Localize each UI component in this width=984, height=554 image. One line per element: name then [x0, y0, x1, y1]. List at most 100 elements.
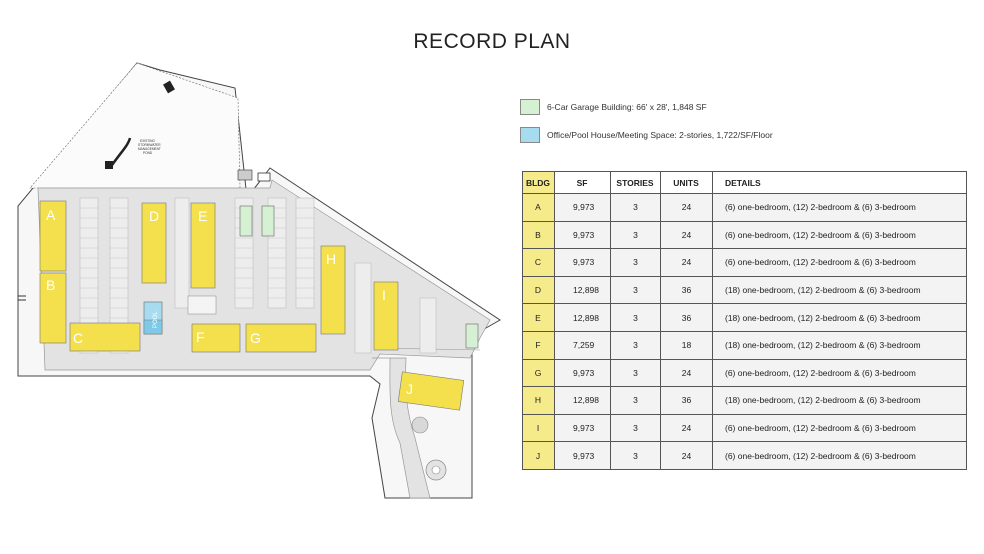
header-sf: SF	[554, 171, 611, 194]
cell-bldg: I	[522, 413, 555, 443]
header-stories: STORIES	[610, 171, 661, 194]
pool-label: POOL	[153, 311, 159, 328]
pool	[143, 319, 163, 335]
cell-bldg: E	[522, 303, 555, 332]
cell-stories: 3	[610, 330, 661, 360]
cell-stories: 3	[610, 275, 661, 305]
table-row: E 12,898 3 36 (18) one-bedroom, (12) 2-b…	[522, 303, 967, 332]
cell-bldg: A	[522, 193, 555, 222]
cell-units: 24	[660, 358, 713, 388]
building-label-j: J	[406, 381, 413, 397]
cell-stories: 3	[610, 386, 661, 415]
cell-sf: 9,973	[554, 248, 611, 277]
garage-building-2	[261, 205, 275, 237]
table-row: C 9,973 3 24 (6) one-bedroom, (12) 2-bed…	[522, 248, 967, 277]
table-row: J 9,973 3 24 (6) one-bedroom, (12) 2-bed…	[522, 441, 967, 470]
table-row: D 12,898 3 36 (18) one-bedroom, (12) 2-b…	[522, 275, 967, 305]
cell-sf: 12,898	[554, 275, 611, 305]
header-units: UNITS	[660, 171, 713, 194]
garage-building-3	[465, 323, 479, 349]
cell-units: 18	[660, 330, 713, 360]
cell-stories: 3	[610, 248, 661, 277]
legend-label-garage: 6-Car Garage Building: 66' x 28', 1,848 …	[547, 102, 707, 112]
cell-details: (6) one-bedroom, (12) 2-bedroom & (6) 3-…	[712, 413, 967, 443]
building-label-b: B	[46, 277, 55, 293]
building-label-f: F	[196, 329, 205, 345]
table-row: B 9,973 3 24 (6) one-bedroom, (12) 2-bed…	[522, 220, 967, 250]
table-row: H 12,898 3 36 (18) one-bedroom, (12) 2-b…	[522, 386, 967, 415]
building-label-i: I	[382, 287, 386, 303]
building-label-d: D	[149, 208, 159, 224]
cell-sf: 9,973	[554, 358, 611, 388]
cell-sf: 9,973	[554, 413, 611, 443]
table-row: F 7,259 3 18 (18) one-bedroom, (12) 2-be…	[522, 330, 967, 360]
cell-stories: 3	[610, 358, 661, 388]
cell-sf: 12,898	[554, 386, 611, 415]
cell-details: (18) one-bedroom, (12) 2-bedroom & (6) 3…	[712, 330, 967, 360]
table-row: G 9,973 3 24 (6) one-bedroom, (12) 2-bed…	[522, 358, 967, 388]
cell-details: (18) one-bedroom, (12) 2-bedroom & (6) 3…	[712, 275, 967, 305]
legend-item-garage: 6-Car Garage Building: 66' x 28', 1,848 …	[520, 97, 960, 117]
cell-units: 24	[660, 413, 713, 443]
roundabout-island	[431, 465, 441, 475]
building-label-g: G	[250, 330, 261, 346]
cell-stories: 3	[610, 220, 661, 250]
cell-sf: 12,898	[554, 303, 611, 332]
legend-item-office: Office/Pool House/Meeting Space: 2-stori…	[520, 125, 960, 145]
pond-label-1: EXISTING	[140, 139, 155, 143]
cell-bldg: G	[522, 358, 555, 388]
cell-units: 24	[660, 248, 713, 277]
header-details: DETAILS	[712, 171, 967, 194]
cell-stories: 3	[610, 193, 661, 222]
cell-details: (18) one-bedroom, (12) 2-bedroom & (6) 3…	[712, 303, 967, 332]
legend-swatch-garage	[520, 99, 540, 115]
pond-label-4: POND	[143, 151, 153, 155]
table-row: A 9,973 3 24 (6) one-bedroom, (12) 2-bed…	[522, 193, 967, 222]
cell-stories: 3	[610, 413, 661, 443]
amenity-area	[187, 295, 217, 315]
cell-bldg: F	[522, 330, 555, 360]
building-a	[39, 200, 67, 272]
cell-sf: 7,259	[554, 330, 611, 360]
table-row: I 9,973 3 24 (6) one-bedroom, (12) 2-bed…	[522, 413, 967, 443]
page-title: RECORD PLAN	[413, 30, 571, 53]
cell-bldg: J	[522, 441, 555, 470]
building-j	[397, 371, 465, 411]
cell-details: (6) one-bedroom, (12) 2-bedroom & (6) 3-…	[712, 248, 967, 277]
cell-sf: 9,973	[554, 441, 611, 470]
building-c	[69, 322, 141, 352]
building-label-c: C	[73, 330, 83, 346]
cell-stories: 3	[610, 441, 661, 470]
building-label-a: A	[46, 207, 56, 223]
cell-bldg: C	[522, 248, 555, 277]
turnaround	[411, 416, 429, 434]
building-g	[245, 323, 317, 353]
cell-units: 36	[660, 303, 713, 332]
building-label-h: H	[326, 251, 336, 267]
building-label-e: E	[198, 208, 207, 224]
cell-units: 24	[660, 441, 713, 470]
cell-units: 24	[660, 220, 713, 250]
garage-building-1	[239, 205, 253, 237]
cell-units: 36	[660, 386, 713, 415]
dumpster-enclosure	[237, 169, 253, 181]
building-schedule-table: BLDG SF STORIES UNITS DETAILS A 9,973 3 …	[522, 171, 967, 470]
header-bldg: BLDG	[522, 171, 555, 194]
building-i	[373, 281, 399, 351]
cell-sf: 9,973	[554, 193, 611, 222]
cell-details: (18) one-bedroom, (12) 2-bedroom & (6) 3…	[712, 386, 967, 415]
cell-sf: 9,973	[554, 220, 611, 250]
building-b	[39, 272, 67, 344]
legend: 6-Car Garage Building: 66' x 28', 1,848 …	[520, 97, 960, 153]
cell-units: 36	[660, 275, 713, 305]
cell-bldg: H	[522, 386, 555, 415]
legend-swatch-office	[520, 127, 540, 143]
cell-details: (6) one-bedroom, (12) 2-bedroom & (6) 3-…	[712, 220, 967, 250]
pond-label-3: MANAGEMENT	[138, 147, 161, 151]
pond-label-2: STORMWATER	[138, 143, 161, 147]
cell-bldg: D	[522, 275, 555, 305]
cell-stories: 3	[610, 303, 661, 332]
headwall	[163, 80, 175, 94]
inlet-structure	[105, 161, 113, 169]
legend-label-office: Office/Pool House/Meeting Space: 2-stori…	[547, 130, 773, 140]
